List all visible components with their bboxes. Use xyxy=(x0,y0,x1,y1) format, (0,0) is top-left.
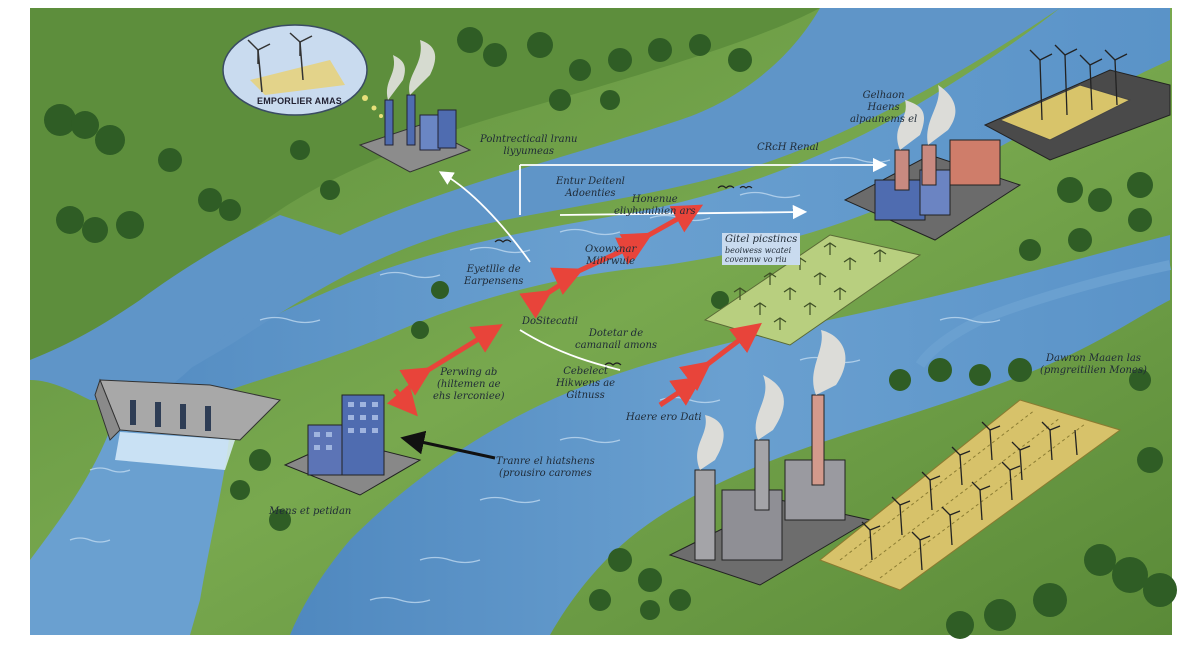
label-line: Honenue xyxy=(631,194,678,205)
factory-icon xyxy=(358,40,472,173)
eyetllle-label: Eyetllle de Earpensens xyxy=(464,264,523,288)
dositecatil-label: DoSitecatil xyxy=(522,316,579,327)
bird-icon xyxy=(494,185,753,366)
power-plant-icon xyxy=(843,85,1022,241)
bubble-label: EMPORLIER AMAS xyxy=(257,96,342,106)
crch-renal-label: CRcH Renal xyxy=(757,142,819,153)
wind-turbine-icon xyxy=(247,32,313,93)
top-right-label: Gelhaon Haens alpaunems el xyxy=(850,90,917,126)
label-line: eliyhunihien ars xyxy=(614,206,696,217)
solar-farm-icon xyxy=(983,44,1171,161)
side-stream xyxy=(915,260,1172,368)
label-line: Entur Deitenl xyxy=(556,176,625,187)
label-line: covennw vo riu xyxy=(725,255,787,264)
label-line: Cebelect xyxy=(563,366,608,377)
upper-river xyxy=(30,8,1170,398)
label-line: alpaunems el xyxy=(850,114,918,125)
dam-outflow xyxy=(30,430,230,635)
label-line: beoiwess wcatei xyxy=(725,246,792,255)
label-line: Gitnuss xyxy=(566,390,605,401)
dam-icon xyxy=(94,378,282,470)
label-line: Adoenties xyxy=(565,188,616,199)
label-line: camanail amons xyxy=(575,340,658,351)
wind-farm-field xyxy=(819,399,1122,591)
dotetar-label: Dotetar de camanail amons xyxy=(575,328,657,352)
label-line: Perwing ab xyxy=(440,367,498,378)
top-factory-label: Polntrecticall lranu liyyumeas xyxy=(480,134,577,158)
label-line: liyyumeas xyxy=(503,146,555,157)
grid-label: Gitel picstincs beoiwess wcatei covennw … xyxy=(722,233,801,265)
left-river xyxy=(30,215,340,400)
office-building-icon xyxy=(283,394,422,496)
label-line: Gitel picstincs xyxy=(725,234,798,245)
label-line: ehs lerconiee) xyxy=(433,391,505,402)
upper-river-band xyxy=(100,8,1060,398)
label-line: Millrwuie xyxy=(586,256,635,267)
label-line: (hiltemen ae xyxy=(436,379,501,390)
label-line: Eyetllle de xyxy=(466,264,521,275)
label-line: Polntrecticall lranu xyxy=(480,134,578,145)
entur-label: Entur Deitenl Adoenties xyxy=(556,176,625,200)
label-line: (pmgreitilien Mones) xyxy=(1040,365,1147,376)
wind-energy-bubble xyxy=(222,24,383,118)
label-line: Oxowxnar xyxy=(585,244,637,255)
perwing-label: Perwing ab (hiltemen ae ehs lerconiee) xyxy=(433,367,505,403)
label-line: Haens xyxy=(867,102,900,113)
red-arrows xyxy=(386,204,762,417)
mens-label: Mens et petidan xyxy=(269,506,352,517)
label-line: Hikwens ae xyxy=(556,378,616,389)
label-line: (prousiro caromes xyxy=(498,468,592,479)
label-line: Tranre el hiatshens xyxy=(496,456,595,467)
haere-label: Haere ero Dati xyxy=(626,412,702,423)
tranre-label: Tranre el hiatshens (prousiro caromes xyxy=(496,456,595,480)
forest-trees xyxy=(44,27,1177,639)
upper-river-top xyxy=(30,8,820,360)
label-line: Earpensens xyxy=(464,276,524,287)
oxounar-label: Oxowxnar Millrwuie xyxy=(585,244,636,268)
cebelect-label: Cebelect Hikwens ae Gitnuss xyxy=(556,366,615,402)
dawron-label: Dawron Maaen las (pmgreitilien Mones) xyxy=(1040,353,1147,377)
dark-arrow xyxy=(400,430,496,460)
power-plant-lower xyxy=(668,330,872,586)
label-line: Gelhaon xyxy=(862,90,905,101)
label-line: Dawron Maaen las xyxy=(1045,353,1141,364)
label-line: Dotetar de xyxy=(588,328,644,339)
honenue-label: Honenue eliyhunihien ars xyxy=(614,194,696,218)
